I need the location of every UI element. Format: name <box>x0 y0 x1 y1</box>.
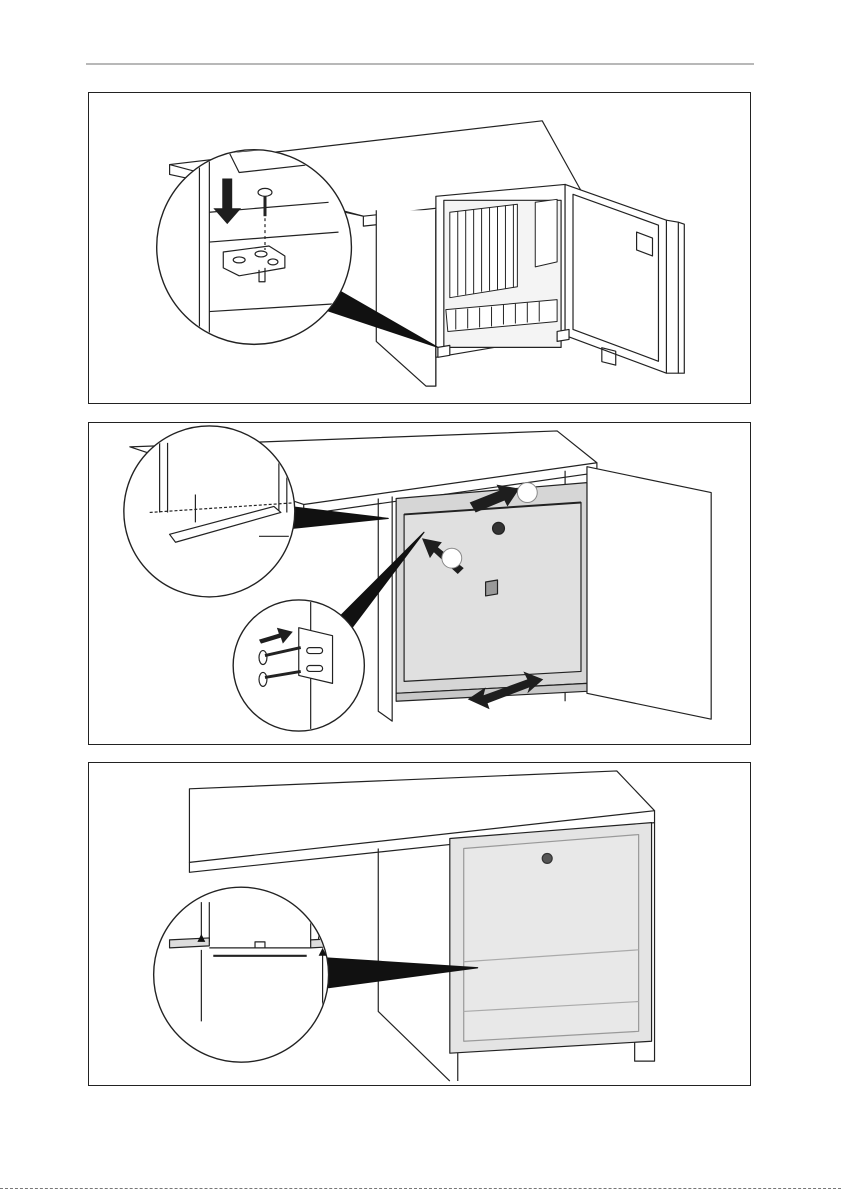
page-bottom-edge <box>0 1188 841 1189</box>
bracket-icon <box>299 628 333 684</box>
cabinet-side-left <box>376 210 436 386</box>
figure-panel-3 <box>88 762 751 1086</box>
callout-marker-a <box>517 483 537 503</box>
figure-3-drawing <box>89 763 750 1085</box>
callout-marker-b <box>442 548 462 568</box>
header-rule <box>86 63 754 65</box>
fridge-lock <box>493 522 505 534</box>
figure-panel-1 <box>88 92 751 404</box>
figure-1-drawing <box>89 93 750 403</box>
figure-panel-2 <box>88 422 751 745</box>
detail-circle <box>157 150 352 345</box>
figure-2-drawing <box>89 423 750 744</box>
fridge-lock <box>542 853 552 863</box>
detail-circle <box>154 887 329 1062</box>
cabinet-door-right <box>587 467 711 719</box>
